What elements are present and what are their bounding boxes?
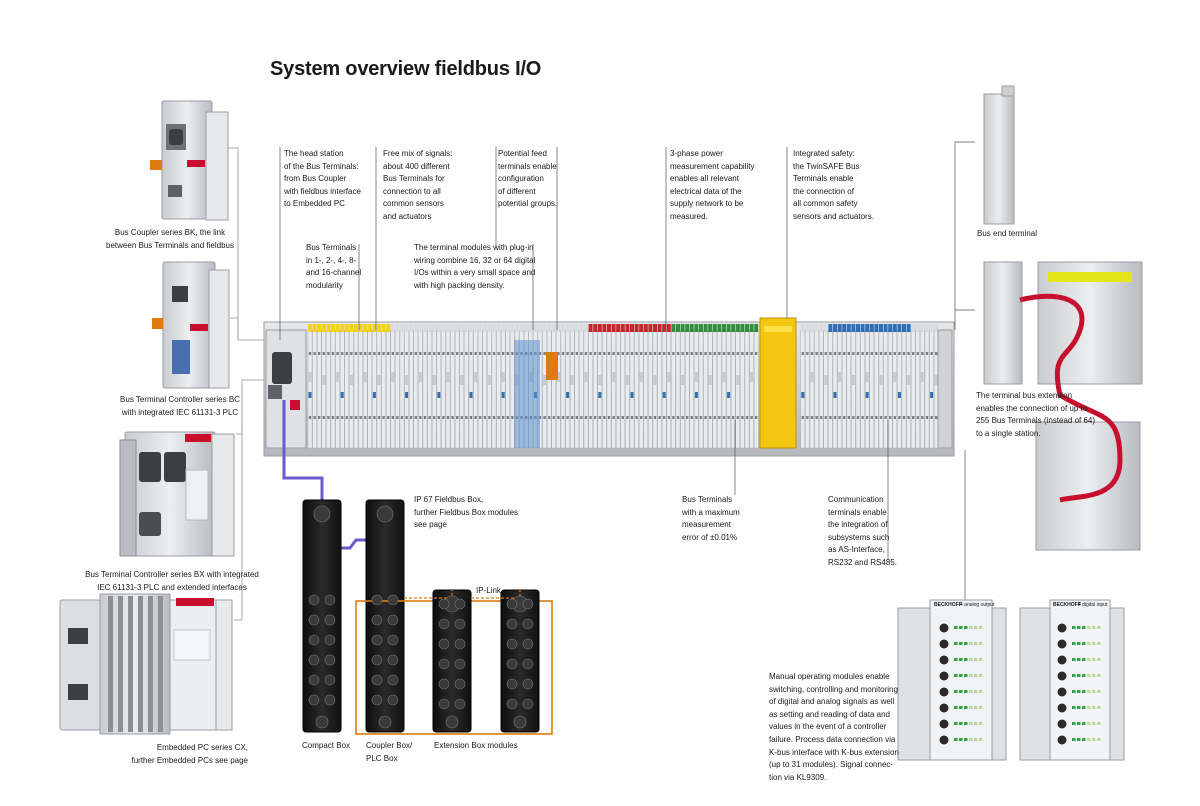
manual-module-1-brand: BECKHOFF xyxy=(934,602,962,608)
left-connector-lines xyxy=(228,147,266,621)
caption-ip67-fieldbus-box: IP 67 Fieldbus Box, further Fieldbus Box… xyxy=(414,495,519,530)
caption-embedded-pc-cx: Embedded PC series CX, further Embedded … xyxy=(131,743,248,765)
caption-bus-terminal-controller-bx: Bus Terminal Controller series BX with i… xyxy=(85,570,259,592)
page-title: System overview fieldbus I/O xyxy=(270,58,542,80)
caption-compact-box: Compact Box xyxy=(302,741,351,750)
terminal-rail xyxy=(263,317,955,457)
bus-extension-station-upper xyxy=(1037,261,1143,385)
bus-terminal-controller-bx-device xyxy=(119,431,235,557)
bus-coupler-bk-device xyxy=(150,100,229,221)
caption-communication-terminals: Communication terminals enable the integ… xyxy=(828,495,897,567)
caption-bus-end-terminal: Bus end terminal xyxy=(977,229,1038,238)
caption-ip-link: IP-Link xyxy=(476,586,501,595)
bus-extension-terminal-left xyxy=(983,261,1023,385)
caption-extension-box: Extension Box modules xyxy=(434,741,518,750)
caption-three-phase: 3-phase power measurement capability ena… xyxy=(670,149,755,221)
caption-free-mix: Free mix of signals: about 400 different… xyxy=(383,149,453,221)
compact-box-device xyxy=(302,499,342,733)
caption-manual-operating: Manual operating modules enable switchin… xyxy=(769,672,899,782)
callout-lines xyxy=(279,141,975,610)
caption-integrated-safety: Integrated safety: the TwinSAFE Bus Term… xyxy=(793,149,874,221)
manual-operating-module-2 xyxy=(1019,599,1125,761)
manual-operating-module-1 xyxy=(897,599,1007,761)
caption-bus-terminals-modularity: Bus Terminals in 1-, 2-, 4-, 8- and 16-c… xyxy=(306,243,362,290)
manual-module-2-type: 4 digital input xyxy=(1078,602,1108,608)
manual-module-1-type: 4 analog output xyxy=(960,602,995,608)
caption-potential-feed: Potential feed terminals enable configur… xyxy=(498,149,558,209)
caption-bus-terminal-controller-bc: Bus Terminal Controller series BC with i… xyxy=(120,395,240,417)
bus-extension-station-lower xyxy=(1035,421,1141,551)
caption-plug-in-wiring: The terminal modules with plug-in wiring… xyxy=(414,243,536,290)
caption-bus-coupler-bk: Bus Coupler series BK, the link between … xyxy=(106,228,234,250)
caption-bus-extension: The terminal bus extension enables the c… xyxy=(976,391,1096,438)
caption-measurement-error: Bus Terminals with a maximum measurement… xyxy=(682,495,740,542)
bus-extension-cable xyxy=(1019,293,1123,503)
bus-terminal-controller-bc-device xyxy=(152,261,230,389)
manual-module-2-brand: BECKHOFF xyxy=(1053,602,1081,608)
embedded-pc-cx-device xyxy=(59,593,233,735)
bus-end-terminal-device xyxy=(983,85,1015,225)
coupler-box-device xyxy=(365,499,405,733)
caption-coupler-box: Coupler Box/ PLC Box xyxy=(366,741,413,763)
caption-head-station: The head station of the Bus Terminals: f… xyxy=(284,149,361,209)
